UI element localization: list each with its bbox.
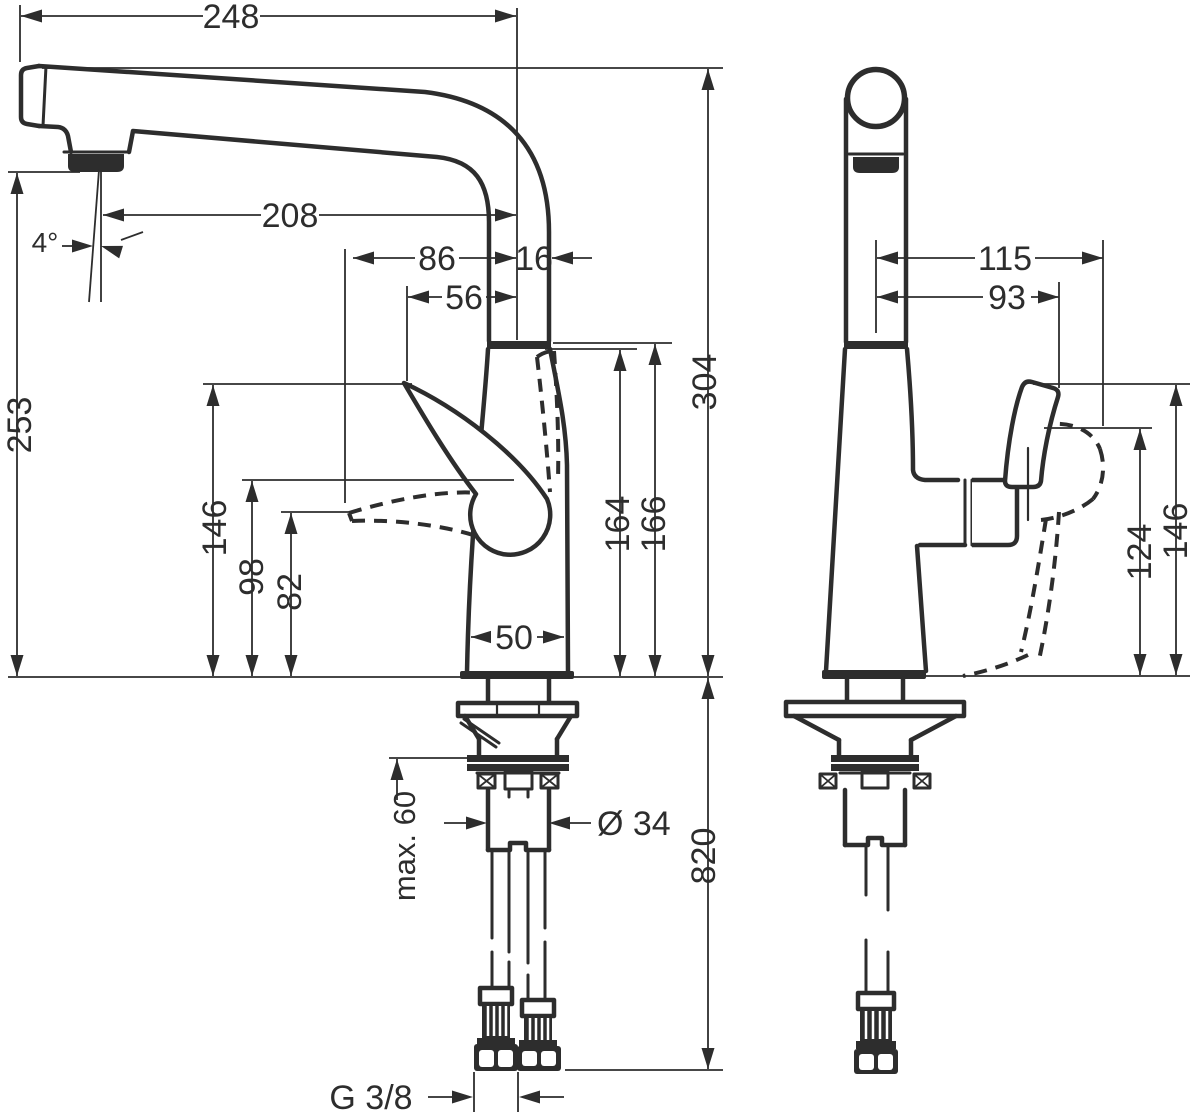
dim-248-label: 248 [203,0,260,36]
dim-dia34-label: Ø 34 [597,805,671,843]
dim-98-label: 98 [233,558,271,596]
swivel-joint [487,341,551,349]
front-view-hose [854,843,898,1074]
dim-g38-label: G 3/8 [329,1079,412,1117]
dim-208-label: 208 [262,197,319,235]
spout-tip-cap [18,63,42,129]
aerator-front [853,157,899,173]
dim-304-label: 304 [686,354,724,411]
base-pad-front [822,670,926,679]
dim-16-label: 16 [515,240,553,278]
dim-82-label: 82 [271,573,309,611]
dim-253-label: 253 [1,397,39,454]
dim-164-label: 164 [599,496,637,553]
body-cone-front [823,346,848,674]
side-view-mounting [455,676,580,853]
handle-lever [401,380,553,557]
dim-124-label: 124 [1121,524,1159,581]
dim-166-label: 166 [635,496,673,553]
dim-56-label: 56 [445,279,483,317]
dim-93-label: 93 [988,279,1026,317]
dim-86-label: 86 [418,240,456,278]
dim-115-label: 115 [978,240,1032,278]
front-view-mounting [783,676,967,848]
dim-146-left-label: 146 [196,500,234,557]
handle-dashed-upright [535,356,552,493]
dim-50-label: 50 [495,619,533,657]
handle-dashed-lowered [348,490,481,515]
handle-lever-front [1002,379,1061,490]
aerator [68,154,124,172]
dim-820-label: 820 [685,828,723,885]
dim-angle-label: 4° [32,227,59,258]
handle-mount [972,477,1020,548]
dim-146-right-label: 146 [1157,503,1195,560]
spout-end-circle [844,66,908,130]
side-view-hoses [474,848,561,1071]
dim-max60-label: max. 60 [387,791,422,901]
front-view-faucet [783,66,1106,1074]
